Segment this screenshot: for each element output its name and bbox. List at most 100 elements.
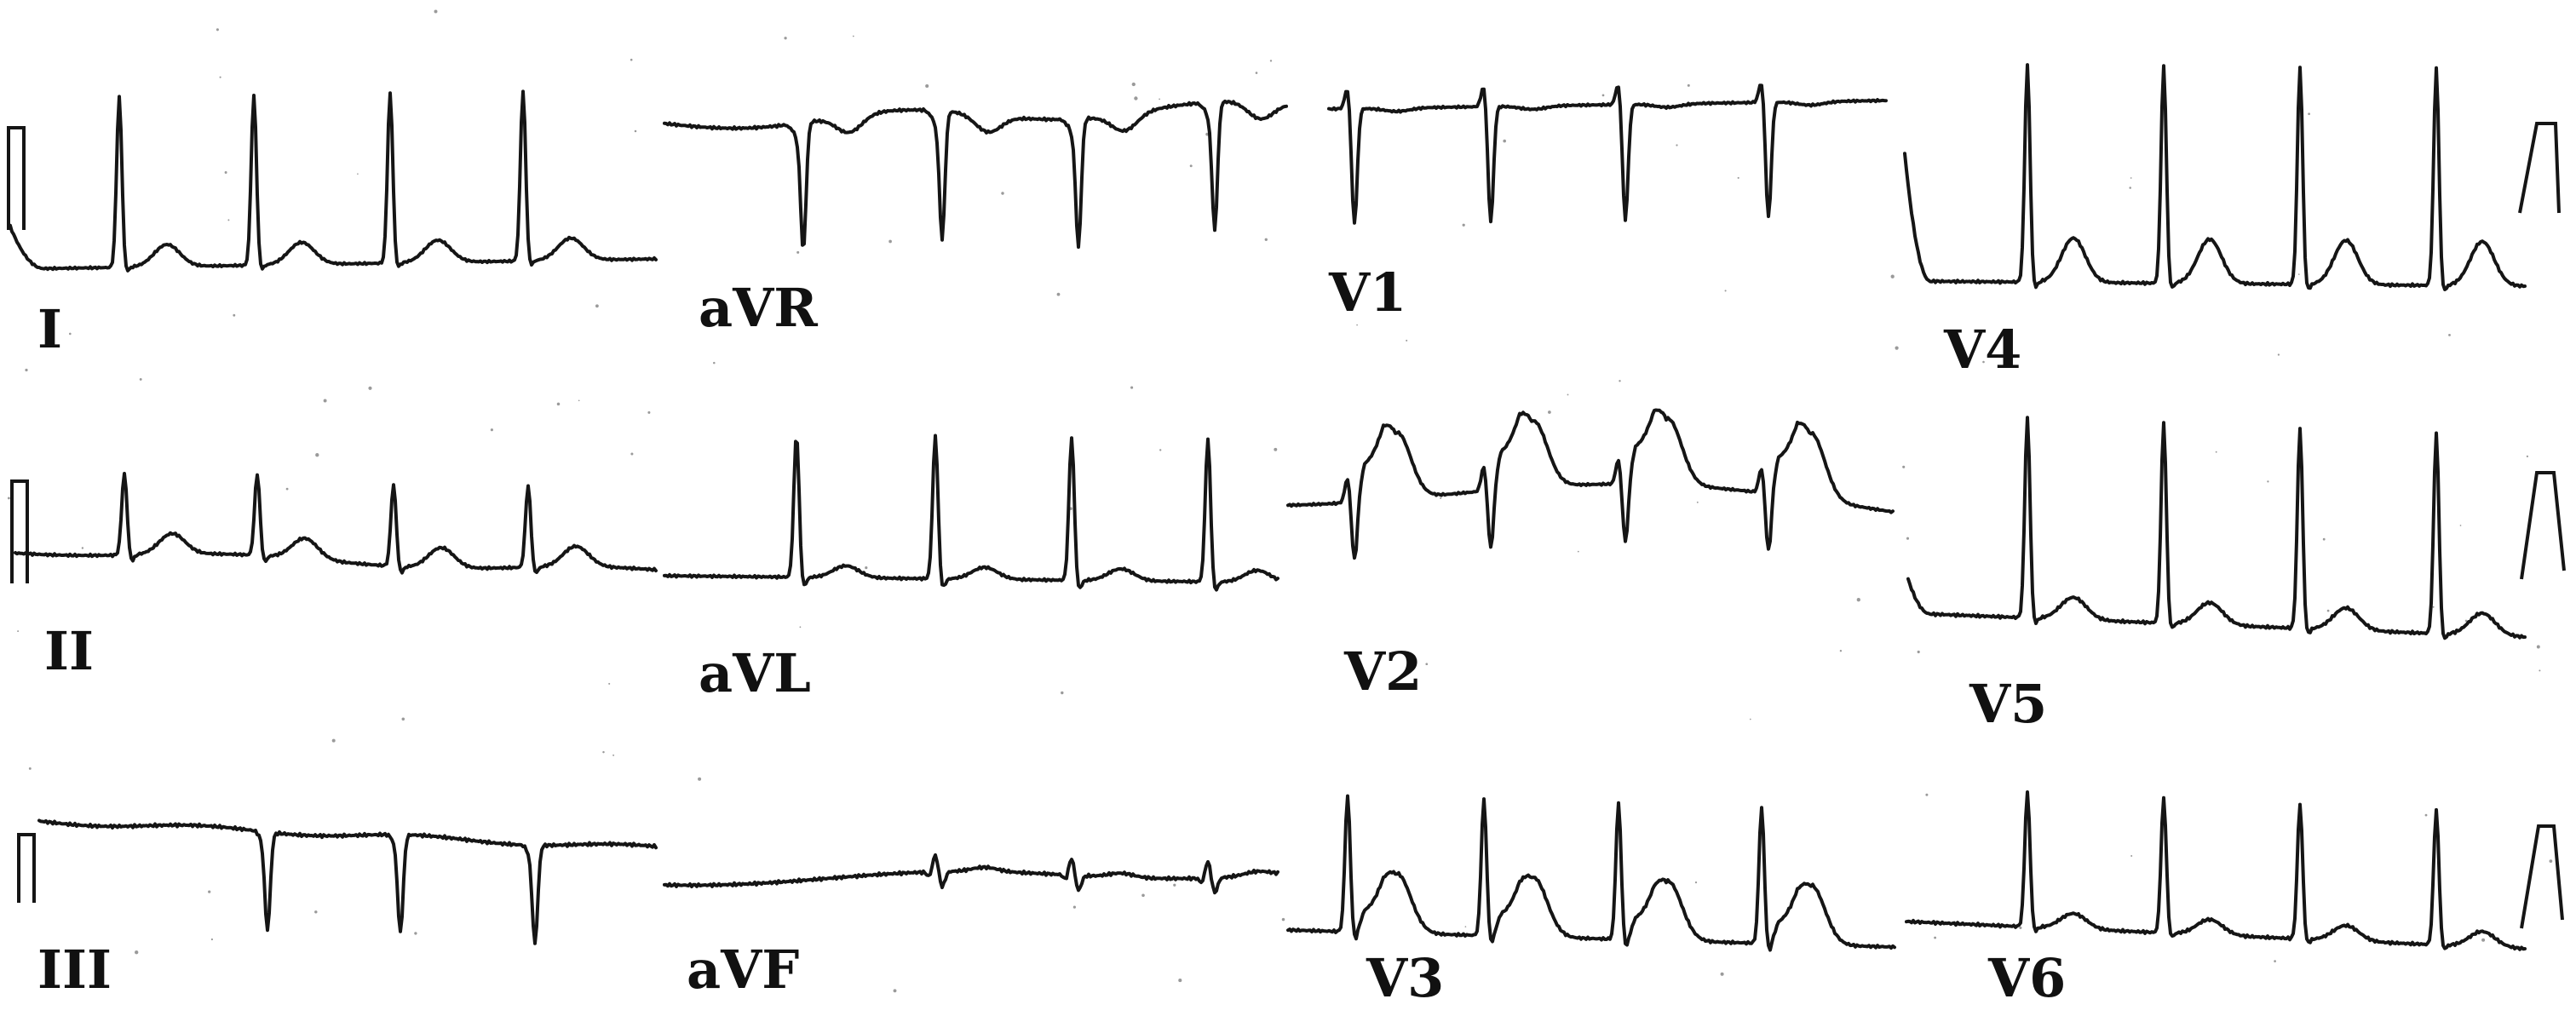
paper-speck	[556, 402, 561, 406]
paper-speck	[1982, 360, 1985, 364]
paper-speck	[2432, 606, 2435, 608]
paper-speck	[2539, 669, 2541, 672]
paper-speck	[1895, 346, 1899, 350]
paper-speck	[1255, 72, 1258, 74]
paper-speck	[434, 9, 438, 14]
paper-speck	[1356, 324, 1358, 326]
paper-speck	[865, 566, 868, 570]
lead-label-V6: V6	[1987, 947, 2066, 1009]
paper-speck	[315, 453, 319, 457]
paper-speck	[608, 682, 611, 685]
paper-speck	[578, 399, 580, 402]
paper-speck	[1503, 139, 1506, 143]
paper-speck	[1548, 411, 1551, 414]
calibration-pulse-row3-right	[2520, 824, 2564, 929]
paper-speck	[2129, 187, 2131, 189]
paper-speck	[1462, 223, 1465, 227]
paper-speck	[2308, 112, 2310, 116]
paper-speck	[1001, 192, 1004, 195]
paper-speck	[1189, 164, 1193, 168]
paper-speck	[1173, 883, 1176, 887]
paper-speck	[1134, 96, 1138, 100]
lead-label-aVF: aVF	[687, 939, 799, 1001]
lead-trace-I	[9, 89, 658, 273]
paper-speck	[2277, 353, 2280, 356]
paper-speckles	[7, 9, 2553, 993]
paper-speck	[401, 717, 405, 721]
paper-speck	[1906, 537, 1910, 540]
paper-speck	[1890, 274, 1895, 278]
paper-speck	[28, 766, 32, 770]
paper-speck	[414, 932, 417, 935]
paper-speck	[2549, 859, 2553, 863]
paper-speck	[1130, 386, 1134, 389]
paper-speck	[216, 28, 219, 32]
paper-speck	[1687, 83, 1690, 87]
paper-speck	[1839, 650, 1843, 652]
lead-label-aVL: aVL	[699, 642, 811, 704]
paper-speck	[1178, 979, 1182, 983]
paper-speck	[1056, 292, 1061, 296]
lead-label-V5: V5	[1969, 673, 2047, 735]
paper-speck	[612, 754, 615, 756]
calibration-pulse-row3-left	[17, 833, 36, 903]
paper-speck	[2274, 960, 2276, 962]
paper-speck	[1925, 793, 1929, 796]
paper-speck	[2448, 333, 2451, 336]
paper-speck	[69, 332, 72, 336]
paper-speck	[285, 487, 289, 491]
lead-label-V2: V2	[1343, 640, 1422, 703]
paper-speck	[796, 250, 800, 254]
paper-speck	[1425, 663, 1429, 666]
paper-speck	[698, 777, 702, 781]
lead-trace-V4	[1903, 63, 2527, 291]
paper-speck	[135, 950, 139, 955]
lead-trace-aVR	[663, 99, 1288, 250]
paper-speck	[314, 910, 318, 914]
paper-speck	[925, 83, 929, 89]
paper-speck	[630, 58, 633, 61]
paper-speck	[2130, 855, 2133, 857]
paper-speck	[1274, 447, 1278, 451]
paper-speck	[81, 547, 84, 549]
paper-speck	[2481, 938, 2486, 942]
paper-speck	[1159, 98, 1160, 100]
paper-speck	[852, 35, 854, 37]
paper-speck	[224, 171, 227, 174]
paper-speck	[1159, 449, 1162, 451]
lead-label-aVR: aVR	[699, 277, 818, 339]
paper-speck	[1902, 465, 1906, 468]
calibration-pulse-row1-left	[7, 126, 26, 230]
paper-speck	[208, 890, 211, 893]
paper-speck	[1720, 972, 1724, 976]
lead-trace-V6	[1905, 790, 2527, 951]
lead-label-V3: V3	[1366, 947, 1444, 1009]
paper-speck	[1577, 550, 1579, 553]
lead-trace-V5	[1906, 416, 2527, 640]
paper-speck	[799, 626, 802, 629]
paper-speck	[368, 386, 372, 390]
lead-trace-II	[14, 472, 658, 575]
paper-speck	[323, 399, 327, 403]
lead-label-III: III	[37, 939, 112, 1001]
paper-speck	[2326, 609, 2330, 612]
paper-speck	[634, 129, 637, 133]
paper-speck	[227, 219, 230, 221]
paper-speck	[2267, 480, 2269, 483]
paper-speck	[1619, 380, 1621, 382]
paper-speck	[893, 989, 897, 993]
paper-speck	[1464, 926, 1467, 927]
paper-speck	[1281, 917, 1285, 922]
paper-speck	[490, 428, 493, 432]
paper-speck	[2322, 537, 2326, 541]
lead-label-I: I	[37, 298, 62, 360]
paper-speck	[1724, 290, 1727, 292]
paper-speck	[1141, 893, 1145, 898]
paper-speck	[1676, 144, 1678, 146]
lead-trace-aVL	[663, 433, 1279, 592]
paper-speck	[17, 630, 20, 633]
paper-speck	[1567, 393, 1569, 396]
paper-speck	[219, 76, 221, 78]
paper-speck	[210, 938, 214, 941]
paper-speck	[1269, 60, 1273, 62]
